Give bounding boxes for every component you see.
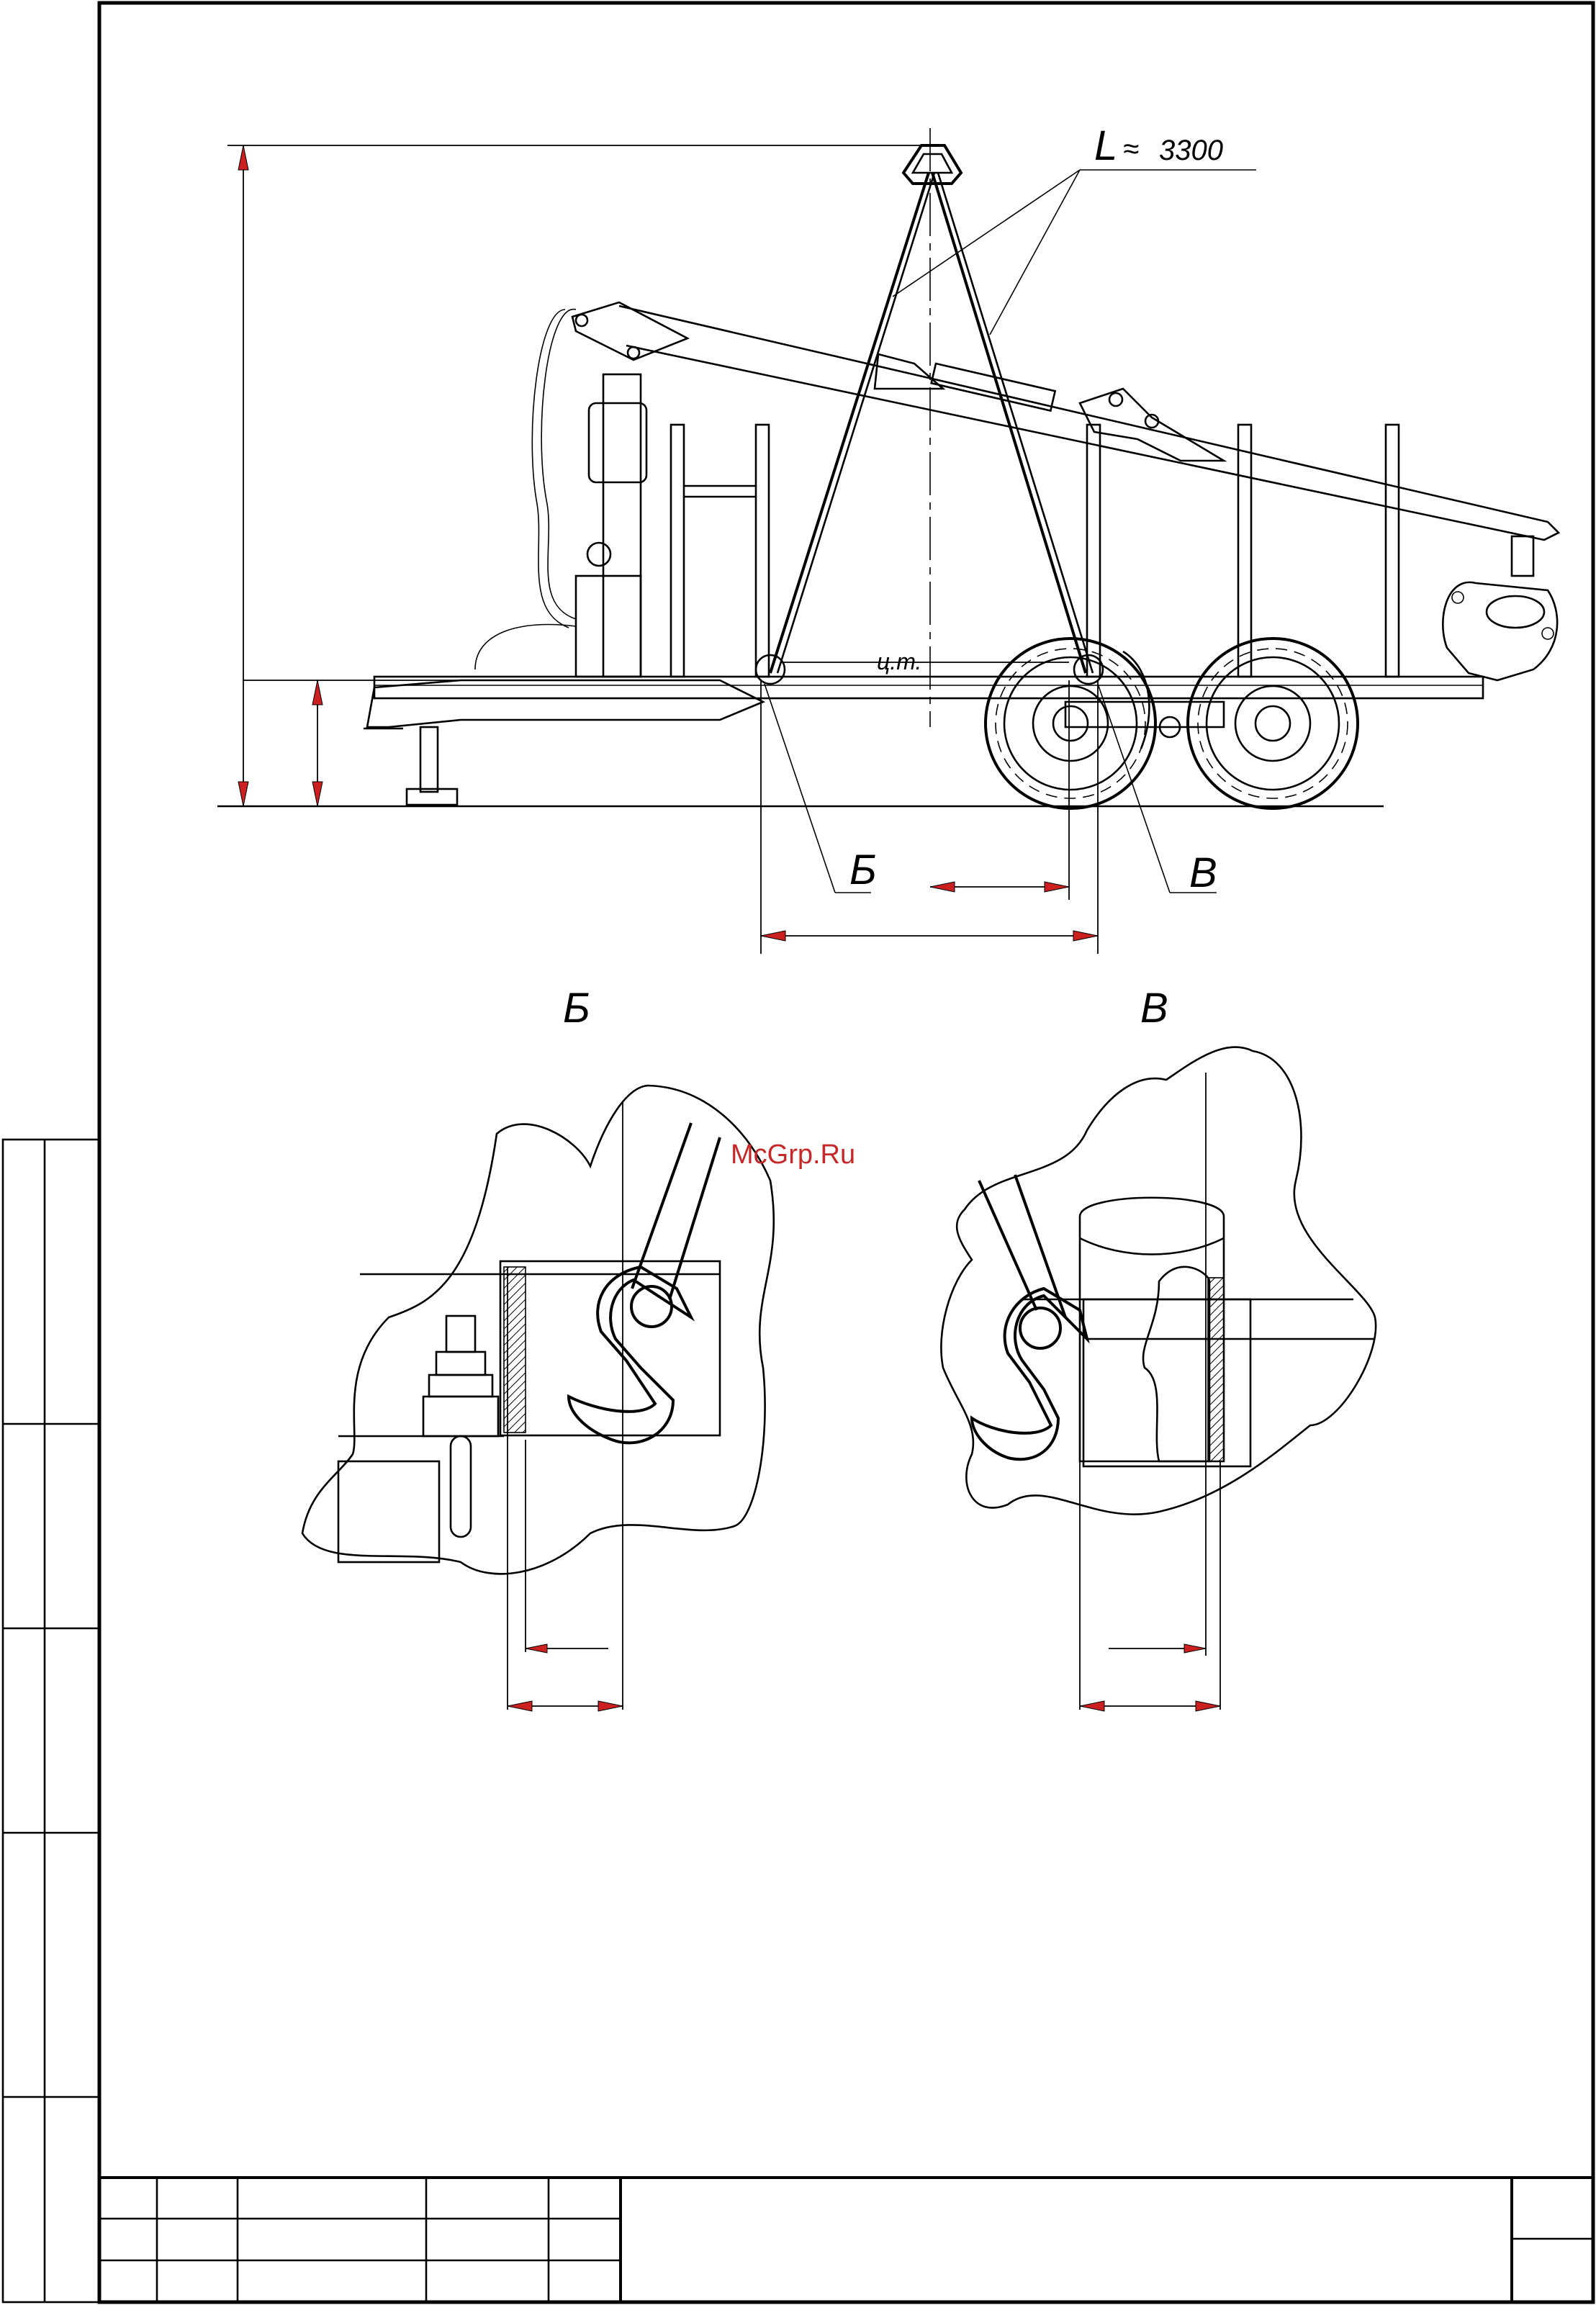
slew-motor (587, 543, 610, 566)
detail-v: В (941, 985, 1376, 1711)
front-stake-2 (756, 425, 769, 677)
sling-length-value: 3300 (1159, 135, 1223, 166)
watermark: McGrp.Ru (731, 1140, 855, 1170)
detail-v-stake (1080, 1198, 1224, 1461)
callout-b: Б (849, 847, 877, 893)
detail-v-hook (972, 1289, 1087, 1459)
hydraulic-hoses (541, 310, 576, 619)
approx-sign: ≈ (1123, 133, 1139, 165)
dimension-lines: ц.т. Б В (227, 128, 1217, 954)
detail-b-bolt (446, 1316, 475, 1352)
wheel-front (986, 639, 1155, 808)
sling-rear-leg (932, 173, 1086, 673)
front-stake-1 (671, 425, 684, 677)
lifting-sling: L ≈ 3300 (756, 122, 1256, 684)
sling-length-symbol: L (1094, 122, 1117, 169)
drawbar (367, 680, 763, 727)
rear-stake-3 (1386, 425, 1399, 677)
detail-b-break-outline (302, 1086, 774, 1574)
support-leg (420, 727, 438, 792)
crane-column (603, 374, 641, 677)
rear-stake-2 (1238, 425, 1251, 677)
detail-b: Б McGrp.Ru (302, 985, 855, 1711)
inner-boom (572, 302, 687, 360)
detail-v-sling (979, 1181, 1037, 1310)
detail-b-sling (632, 1123, 691, 1289)
trailer-side-view (217, 302, 1559, 808)
detail-v-title: В (1140, 985, 1168, 1032)
sling-front-leg (770, 173, 929, 673)
wheel-rear (1188, 639, 1358, 808)
rotator (1512, 536, 1533, 576)
title-block (99, 2178, 1593, 2302)
grapple (1443, 582, 1557, 680)
boom-link (1080, 389, 1224, 461)
rear-stake-1 (1087, 425, 1100, 677)
detail-b-title: Б (563, 985, 590, 1032)
cg-label: ц.т. (877, 649, 921, 675)
callout-v: В (1189, 849, 1217, 896)
